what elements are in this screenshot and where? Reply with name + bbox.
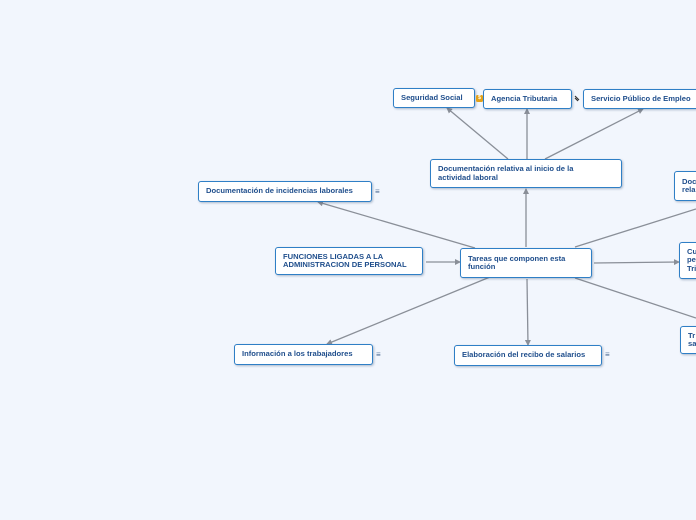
connector-center-to-incidencias bbox=[317, 200, 476, 249]
note-icon[interactable]: ≡ bbox=[375, 187, 380, 196]
connector-center-to-right-top bbox=[574, 208, 696, 248]
topic-agencia-tributaria[interactable]: Agencia Tributaria bbox=[483, 89, 572, 109]
topic-elaboracion-recibo-salarios[interactable]: Elaboración del recibo de salarios bbox=[454, 345, 602, 366]
connector-center-to-right-mid bbox=[593, 259, 680, 266]
topic-seguridad-social[interactable]: Seguridad Social bbox=[393, 88, 475, 108]
topic-documentacion-incidencias[interactable]: Documentación de incidencias laborales bbox=[198, 181, 372, 202]
central-topic-tareas[interactable]: Tareas que componen esta función bbox=[460, 248, 592, 278]
attachment-icon bbox=[574, 95, 580, 102]
note-icon[interactable]: ≡ bbox=[605, 350, 610, 359]
money-badge-icon: $ bbox=[476, 95, 483, 102]
topic-servicio-publico-empleo[interactable]: Servicio Público de Empleo bbox=[583, 89, 696, 109]
connector-center-to-informacion bbox=[326, 276, 491, 345]
connector-center-to-recibo-salarios bbox=[524, 278, 531, 346]
root-funciones-administracion-personal[interactable]: FUNCIONES LIGADAS A LA ADMINISTRACION DE… bbox=[275, 247, 423, 275]
connector-doc-inicio-to-servicio-empleo bbox=[544, 108, 644, 160]
topic-informacion-trabajadores[interactable]: Información a los trabajadores bbox=[234, 344, 373, 365]
connector-doc-inicio-to-seguridad-social bbox=[446, 107, 509, 160]
topic-right-bottom-clipped[interactable]: Tr sa bbox=[680, 326, 696, 354]
topic-documentacion-inicio[interactable]: Documentación relativa al inicio de la a… bbox=[430, 159, 622, 188]
note-icon[interactable]: ≡ bbox=[376, 350, 381, 359]
topic-right-mid-clipped[interactable]: Cu pe Tri bbox=[679, 242, 696, 279]
connector-center-to-right-bottom bbox=[574, 277, 696, 319]
topic-right-top-clipped[interactable]: Doc rela bbox=[674, 171, 696, 201]
